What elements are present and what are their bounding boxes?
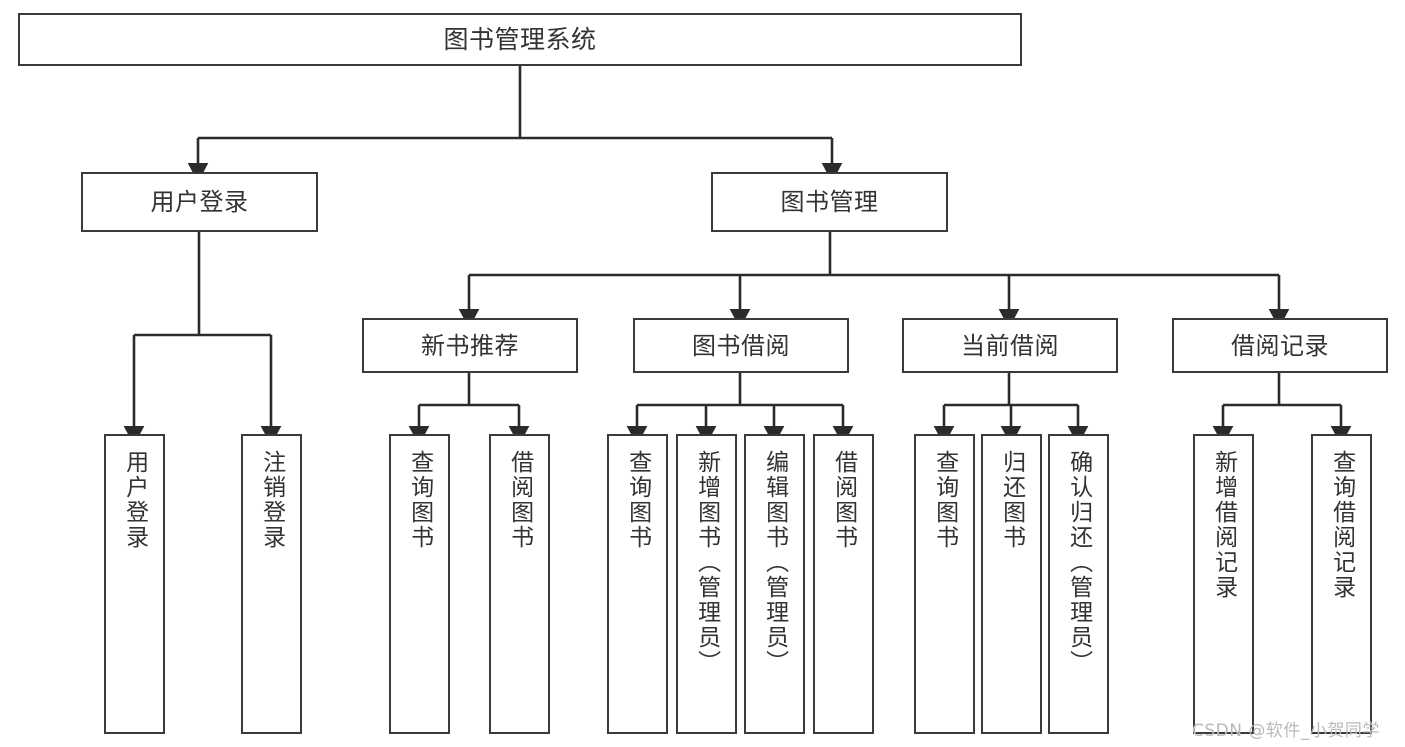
node-label: 查询图书 [931,450,958,550]
node-label: 查询图书 [624,450,651,550]
node-label: 当前借阅 [961,331,1059,360]
node-label: 借阅图书 [830,450,857,550]
node-label: 用户登录 [150,188,249,216]
node-leaf-user-login[interactable]: 用户登录 [104,434,165,734]
node-label: 查询图书 [406,450,433,550]
node-leaf-logout-login[interactable]: 注销登录 [241,434,302,734]
node-label: 用户登录 [121,450,148,550]
node-label: 新书推荐 [421,331,519,360]
node-leaf-query-borrow-record[interactable]: 查询借阅记录 [1311,434,1372,734]
node-leaf-query-book-recommend[interactable]: 查询图书 [389,434,450,734]
node-label: 图书借阅 [692,331,790,360]
node-label: 新增图书（管理员） [693,450,720,675]
node-current-borrow[interactable]: 当前借阅 [902,318,1118,373]
csdn-watermark: CSDN @软件_小贺同学 [1192,721,1380,741]
node-root-book-management-system[interactable]: 图书管理系统 [18,13,1022,66]
node-label: 图书管理 [780,188,879,216]
node-label: 查询借阅记录 [1328,450,1355,600]
node-book-borrow[interactable]: 图书借阅 [633,318,849,373]
node-leaf-add-book-admin[interactable]: 新增图书（管理员） [676,434,737,734]
node-leaf-add-borrow-record[interactable]: 新增借阅记录 [1193,434,1254,734]
node-user-login[interactable]: 用户登录 [81,172,318,232]
node-label: 借阅记录 [1231,331,1329,360]
node-leaf-borrow-book-recommend[interactable]: 借阅图书 [489,434,550,734]
node-leaf-borrow-book-borrow[interactable]: 借阅图书 [813,434,874,734]
node-leaf-query-book-borrow[interactable]: 查询图书 [607,434,668,734]
node-label: 图书管理系统 [443,24,597,54]
node-label: 新增借阅记录 [1210,450,1237,600]
node-leaf-edit-book-admin[interactable]: 编辑图书（管理员） [744,434,805,734]
node-new-book-recommend[interactable]: 新书推荐 [362,318,578,373]
node-borrow-record[interactable]: 借阅记录 [1172,318,1388,373]
node-leaf-confirm-return-admin[interactable]: 确认归还（管理员） [1048,434,1109,734]
node-label: 归还图书 [998,450,1025,550]
node-label: 注销登录 [258,450,285,550]
node-label: 编辑图书（管理员） [761,450,788,675]
node-leaf-query-book-current[interactable]: 查询图书 [914,434,975,734]
node-book-management[interactable]: 图书管理 [711,172,948,232]
node-label: 确认归还（管理员） [1065,450,1092,675]
node-leaf-return-book[interactable]: 归还图书 [981,434,1042,734]
node-label: 借阅图书 [506,450,533,550]
